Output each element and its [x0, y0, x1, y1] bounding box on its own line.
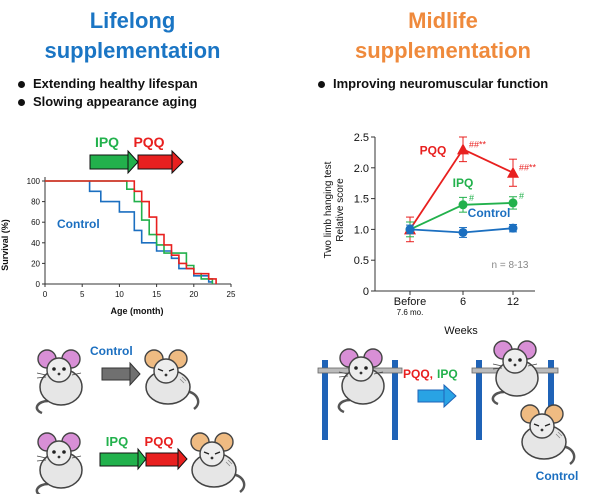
right-title-line2: supplementation	[354, 38, 531, 63]
pqq-arrow-icon	[145, 447, 188, 471]
hanging-significance-label: ##**	[519, 163, 537, 173]
survival-x-tick-label: 10	[115, 290, 124, 299]
treatment-arrows-top: IPQ PQQ	[89, 134, 184, 175]
hanging-series: ##** ##** PQQ # # IPQ Control	[404, 136, 537, 243]
hanging-x-tick-sublabel: 7.6 mo.	[397, 308, 424, 317]
left-bullet-2-text: Slowing appearance aging	[33, 94, 197, 109]
hanging-point-ipq	[508, 198, 518, 208]
survival-x-tick-label: 5	[80, 290, 85, 299]
hanging-y-tick-label: 0.5	[354, 255, 369, 267]
survival-xlabel: Age (month)	[111, 306, 164, 316]
hanging-significance-label: #	[519, 191, 524, 201]
hanging-point-pqq	[457, 143, 469, 155]
survival-series-pqq	[45, 180, 217, 284]
hanging-y-tick-label: 1.0	[354, 224, 369, 236]
fallen-mouse-icon	[519, 403, 576, 466]
healthy-aged-mouse-icon	[189, 431, 246, 494]
survival-ylabel: Survival (%)	[0, 219, 10, 271]
bar-post-left	[322, 360, 328, 440]
hanging-point-control	[405, 224, 415, 234]
right-bullet-1: Improving neuromuscular function	[318, 76, 548, 91]
left-bullet-2: Slowing appearance aging	[18, 94, 197, 109]
right-bullet-1-text: Improving neuromuscular function	[333, 76, 549, 91]
survival-y-tick-label: 80	[31, 198, 40, 207]
hanging-n-note: n = 8-13	[492, 260, 529, 271]
survival-control-annotation: Control	[57, 217, 100, 231]
ipq-arrow-icon	[99, 447, 147, 471]
left-bullet-1: Extending healthy lifespan	[18, 76, 198, 91]
survival-y-tick-label: 60	[31, 218, 40, 227]
hanging-ylabel-line1: Two limb hanging test	[323, 161, 334, 258]
hanging-x-tick-label: 12	[507, 296, 519, 308]
treat-pqq-label: PQQ,	[403, 367, 433, 381]
blue-arrow-icon	[417, 383, 457, 409]
left-title-line2: supplementation	[44, 38, 221, 63]
survival-x-tick-label: 15	[152, 290, 161, 299]
mice-pqq-label: PQQ	[145, 434, 174, 449]
right-title-line1: Midlife	[408, 8, 478, 33]
young-mouse-icon	[35, 431, 84, 494]
mice-treated-row: IPQ PQQ	[35, 431, 246, 494]
survival-x-tick-label: 0	[43, 290, 48, 299]
survival-y-tick-label: 100	[27, 177, 41, 186]
fallen-control-label: Control	[536, 469, 579, 483]
bullet-dot-icon	[318, 81, 325, 89]
hanging-xlabel: Weeks	[444, 325, 478, 337]
pqq-arrow-icon	[137, 149, 184, 175]
hanging-mouse-icon	[337, 347, 386, 414]
hanging-point-pqq	[507, 166, 519, 178]
ipq-arrow-icon	[89, 149, 139, 175]
survival-y-tick-label: 0	[36, 280, 41, 289]
hanging-point-ipq	[458, 200, 468, 210]
left-title-line1: Lifelong	[89, 8, 176, 33]
mice-ipq-label: IPQ	[106, 434, 128, 449]
hanging-y-tick-label: 1.5	[354, 194, 369, 206]
hanging-point-control	[508, 223, 518, 233]
bullet-dot-icon	[18, 99, 25, 107]
hanging-point-control	[458, 227, 468, 237]
hanging-treatment-arrow: PQQ, IPQ	[403, 367, 458, 409]
hanging-after-illustration: Control	[471, 339, 579, 483]
bar-post-right	[392, 360, 398, 440]
hanging-series-label-ipq: IPQ	[453, 176, 474, 190]
aged-mouse-icon	[143, 348, 200, 411]
arrow-pqq-label: PQQ	[133, 134, 164, 150]
survival-y-tick-label: 20	[31, 259, 40, 268]
strong-mouse-icon	[491, 339, 540, 406]
arrow-ipq-label: IPQ	[95, 134, 119, 150]
survival-x-tick-label: 20	[189, 290, 198, 299]
bullet-dot-icon	[18, 81, 25, 89]
survival-axes: 0 20 40 60 80 100 0 5 10 15 20 25	[27, 177, 236, 299]
mice-control-row: Control	[35, 344, 200, 415]
hanging-series-label-control: Control	[468, 206, 511, 220]
survival-series	[45, 180, 217, 284]
right-title: Midlife supplementation	[318, 6, 568, 66]
survival-x-tick-label: 25	[227, 290, 236, 299]
hanging-x-tick-label: Before	[394, 296, 426, 308]
mice-control-label: Control	[90, 344, 133, 358]
survival-chart: 0 20 40 60 80 100 0 5 10 15 20 25 Survival (%) Age …	[0, 177, 236, 316]
young-mouse-icon	[35, 348, 84, 415]
hanging-y-tick-label: 2.0	[354, 163, 369, 175]
hanging-significance-label: #	[469, 193, 474, 203]
bar-post-left	[476, 360, 482, 440]
hanging-y-tick-label: 0	[363, 286, 369, 298]
bar-post-right	[548, 360, 554, 440]
hanging-ylabel-line2: Relative score	[335, 178, 346, 242]
hanging-x-tick-label: 6	[460, 296, 466, 308]
hanging-significance-label: ##**	[469, 139, 487, 149]
left-title: Lifelong supplementation	[10, 6, 255, 66]
hanging-before-illustration	[317, 347, 403, 440]
hanging-series-label-pqq: PQQ	[420, 143, 447, 157]
gray-arrow-icon	[101, 361, 141, 387]
hanging-y-tick-label: 2.5	[354, 132, 369, 144]
left-bullet-1-text: Extending healthy lifespan	[33, 76, 198, 91]
survival-y-tick-label: 40	[31, 239, 40, 248]
treat-ipq-label: IPQ	[437, 367, 458, 381]
